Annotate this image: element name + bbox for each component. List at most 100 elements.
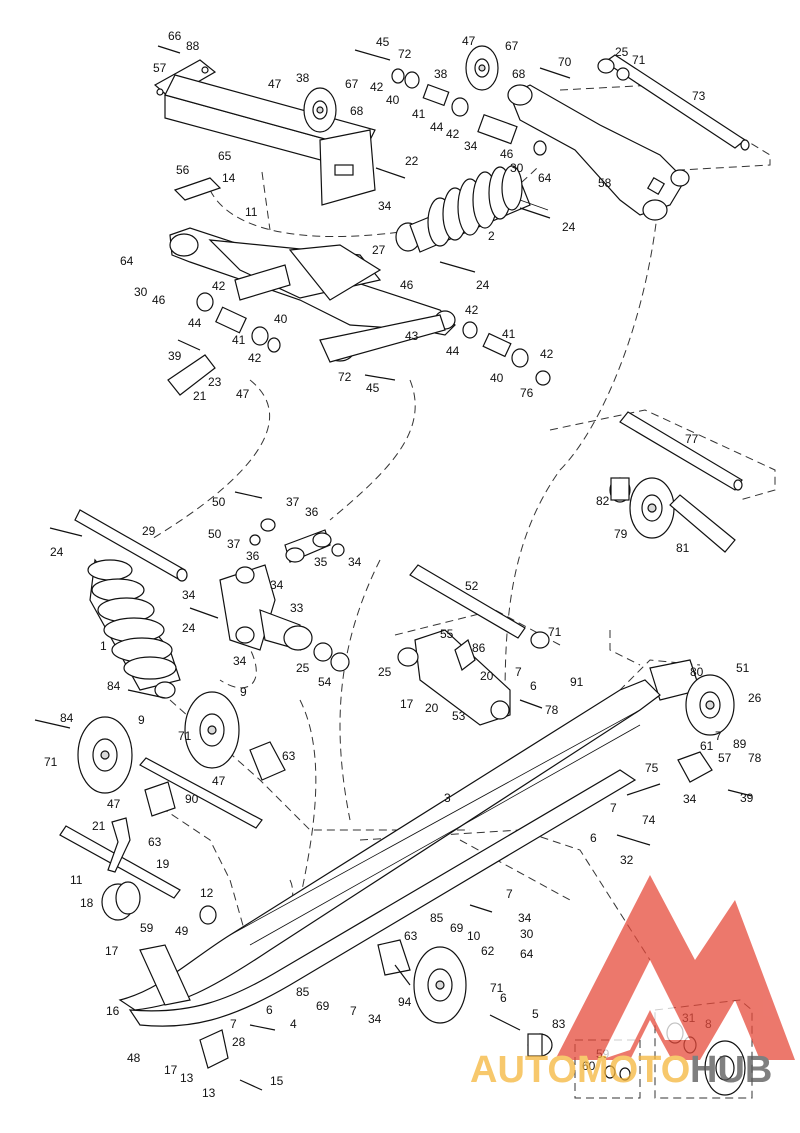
- part-label-p45a: 45: [376, 35, 390, 49]
- part-label-p7b: 7: [715, 729, 722, 743]
- watermark-text-right: HUB: [690, 1049, 772, 1091]
- part-label-p74: 74: [642, 813, 656, 827]
- part-label-p42f: 42: [540, 347, 554, 361]
- part-label-p55: 55: [440, 627, 454, 641]
- part-label-p39b: 39: [740, 791, 754, 805]
- arm-bushings: [196, 292, 551, 386]
- part-label-p71a: 71: [632, 53, 646, 67]
- part-label-p21b: 21: [92, 819, 106, 833]
- block-63-right: [249, 741, 286, 781]
- part-label-p68a: 68: [512, 67, 526, 81]
- cap-83: [527, 1033, 553, 1057]
- part-label-p36b: 36: [246, 549, 260, 563]
- part-label-p19: 19: [156, 857, 170, 871]
- part-label-p20a: 20: [480, 669, 494, 683]
- watermark-logo-inner-icon: [600, 960, 690, 1060]
- part-label-p3: 3: [444, 791, 451, 805]
- part-label-p24b: 24: [476, 278, 490, 292]
- part-label-p37a: 37: [286, 495, 300, 509]
- part-label-p28: 28: [232, 1035, 246, 1049]
- block-61: [677, 751, 713, 783]
- part-label-p1: 1: [100, 639, 107, 653]
- part-label-p44b: 44: [188, 316, 202, 330]
- part-label-p46b: 46: [400, 278, 414, 292]
- wheel-9-front: [77, 716, 133, 794]
- shaft-90: [139, 757, 263, 829]
- part-label-p63c: 63: [404, 929, 418, 943]
- shaft-73: [597, 54, 750, 151]
- part-label-p40c: 40: [490, 371, 504, 385]
- part-label-p46a: 46: [500, 147, 514, 161]
- part-label-p91: 91: [570, 675, 584, 689]
- front-shock-1: [87, 558, 181, 699]
- bracket-14: [173, 177, 222, 201]
- part-label-p30a: 30: [510, 161, 524, 175]
- part-label-p4: 4: [290, 1017, 297, 1031]
- part-label-p34f: 34: [233, 654, 247, 668]
- part-label-p78b: 78: [748, 751, 762, 765]
- idler-pulley-67a: [303, 87, 337, 133]
- part-label-p71e: 71: [490, 981, 504, 995]
- front-arm-43: [169, 227, 456, 363]
- part-label-p53: 53: [452, 709, 466, 723]
- part-label-p84a: 84: [107, 679, 121, 693]
- part-label-p48: 48: [127, 1051, 141, 1065]
- part-label-p71b: 71: [548, 625, 562, 639]
- part-label-p85a: 85: [430, 911, 444, 925]
- part-label-p34a: 34: [464, 139, 478, 153]
- part-label-p69a: 69: [450, 921, 464, 935]
- part-label-p7d: 7: [506, 887, 513, 901]
- part-label-p20b: 20: [425, 701, 439, 715]
- part-label-p41c: 41: [502, 327, 516, 341]
- part-label-p36a: 36: [305, 505, 319, 519]
- part-label-p67b: 67: [345, 77, 359, 91]
- part-label-p42a: 42: [370, 80, 384, 94]
- part-label-p7e: 7: [350, 1004, 357, 1018]
- part-label-p61: 61: [700, 739, 714, 753]
- part-label-p12: 12: [200, 886, 214, 900]
- part-label-p25b: 25: [296, 661, 310, 675]
- part-label-p21a: 21: [193, 389, 207, 403]
- part-label-p30c: 30: [520, 927, 534, 941]
- part-label-p42e: 42: [465, 303, 479, 317]
- part-label-p70: 70: [558, 55, 572, 69]
- rear-shock-spring-2: [395, 165, 549, 253]
- shaft-29: [74, 509, 188, 582]
- part-label-p72b: 72: [338, 370, 352, 384]
- block-63-left: [144, 781, 176, 817]
- part-label-p57a: 57: [153, 61, 167, 75]
- part-label-p73: 73: [692, 89, 706, 103]
- part-label-p44c: 44: [446, 344, 460, 358]
- part-label-p58: 58: [598, 176, 612, 190]
- part-label-p13a: 13: [180, 1071, 194, 1085]
- part-label-p9a: 9: [240, 685, 247, 699]
- part-label-p38b: 38: [296, 71, 310, 85]
- part-label-p82: 82: [596, 494, 610, 508]
- part-label-p25c: 25: [378, 665, 392, 679]
- part-label-p38a: 38: [434, 67, 448, 81]
- part-label-p56: 56: [176, 163, 190, 177]
- part-label-p25a: 25: [615, 45, 629, 59]
- wheel-51: [685, 674, 735, 736]
- part-label-p34c: 34: [348, 555, 362, 569]
- part-label-p39a: 39: [168, 349, 182, 363]
- part-label-p23: 23: [208, 375, 222, 389]
- part-label-p9b: 9: [138, 713, 145, 727]
- part-label-p88: 88: [186, 39, 200, 53]
- part-label-p84b: 84: [60, 711, 74, 725]
- part-label-p62: 62: [481, 944, 495, 958]
- part-label-p81: 81: [676, 541, 690, 555]
- part-label-p46c: 46: [152, 293, 166, 307]
- top-bushings: [391, 68, 547, 156]
- part-label-p45b: 45: [366, 381, 380, 395]
- part-label-p15: 15: [270, 1074, 284, 1088]
- part-label-p2: 2: [488, 229, 495, 243]
- part-label-p63b: 63: [148, 835, 162, 849]
- part-label-p52: 52: [465, 579, 479, 593]
- bracket-21-bottom: [107, 817, 131, 873]
- part-label-p50a: 50: [212, 495, 226, 509]
- part-label-p6b: 6: [590, 831, 597, 845]
- part-label-p64b: 64: [120, 254, 134, 268]
